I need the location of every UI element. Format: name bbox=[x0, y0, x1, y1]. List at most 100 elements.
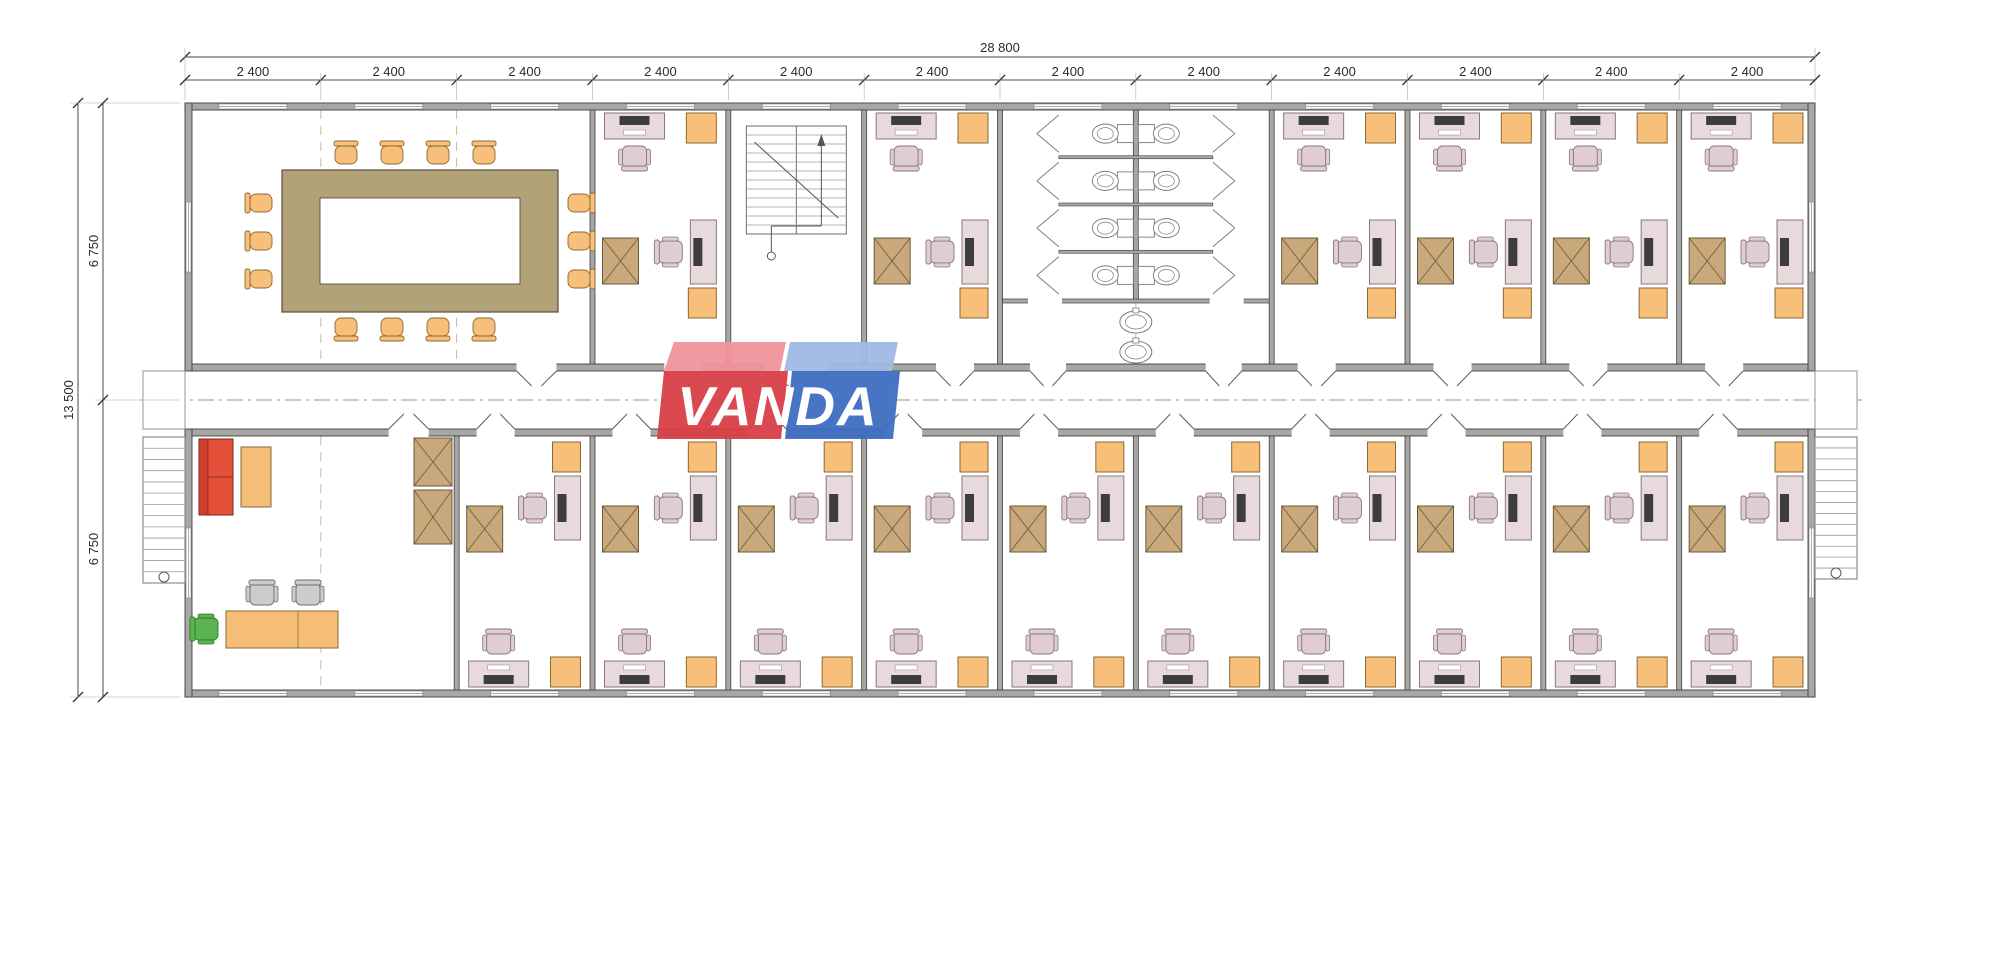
toilet bbox=[1137, 170, 1180, 191]
conference-chair bbox=[567, 230, 596, 252]
desk-cluster bbox=[1688, 441, 1804, 553]
dim-bay-width: 2 400 bbox=[1187, 64, 1220, 79]
reception-room bbox=[189, 437, 453, 649]
workstation bbox=[1283, 112, 1396, 172]
office-chair bbox=[1333, 492, 1362, 524]
workstation bbox=[1690, 628, 1804, 688]
cabinet-crossed bbox=[1009, 505, 1047, 553]
cabinet-orange bbox=[1638, 287, 1668, 319]
workstation bbox=[1283, 628, 1396, 688]
cabinet-orange bbox=[687, 287, 717, 319]
office-chair bbox=[291, 579, 325, 606]
office-room bbox=[1145, 441, 1261, 688]
cabinet-orange bbox=[957, 656, 989, 688]
cabinet-orange bbox=[685, 656, 717, 688]
cabinet-orange bbox=[1229, 656, 1261, 688]
workstation bbox=[1147, 628, 1261, 688]
cabinet-orange bbox=[1500, 112, 1532, 144]
office-chair bbox=[1604, 236, 1634, 268]
toilet bbox=[1137, 265, 1180, 286]
office-chair bbox=[1468, 236, 1498, 268]
cabinet-crossed bbox=[602, 505, 639, 553]
dim-bay-width: 2 400 bbox=[1052, 64, 1085, 79]
office-room bbox=[1281, 112, 1396, 319]
dim-half-height: 6 750 bbox=[86, 533, 101, 566]
conference-chair bbox=[425, 140, 451, 165]
office-chair bbox=[1433, 628, 1466, 655]
furniture bbox=[189, 109, 1804, 688]
dim-total-width: 28 800 bbox=[980, 40, 1020, 55]
office-chair bbox=[889, 145, 923, 172]
desk-cluster bbox=[873, 441, 989, 553]
desk-cluster bbox=[1552, 441, 1668, 553]
dim-total-height: 13 500 bbox=[61, 380, 76, 420]
cabinet-orange bbox=[1774, 441, 1804, 473]
office-chair bbox=[1568, 628, 1602, 655]
cabinet-orange bbox=[957, 112, 989, 144]
conference-chair bbox=[471, 140, 497, 165]
stair-post bbox=[158, 571, 170, 583]
workstation bbox=[1011, 628, 1125, 688]
sink bbox=[1119, 337, 1153, 364]
conference-chair bbox=[425, 317, 451, 342]
cabinet-orange bbox=[1367, 441, 1396, 473]
cabinet-orange bbox=[1095, 441, 1125, 473]
cabinet-orange bbox=[1638, 441, 1668, 473]
office-chair bbox=[925, 492, 955, 524]
exterior-stairs bbox=[142, 370, 1858, 584]
cabinet-orange bbox=[1365, 656, 1396, 688]
workstation bbox=[1690, 112, 1804, 172]
cabinet-orange bbox=[687, 441, 717, 473]
office-chair bbox=[1468, 492, 1498, 524]
workstation bbox=[1554, 628, 1668, 688]
office-room bbox=[1552, 441, 1668, 688]
stairwell bbox=[745, 125, 847, 261]
conference-chair bbox=[244, 230, 273, 252]
conference-chair bbox=[379, 317, 405, 342]
office-room bbox=[873, 441, 989, 688]
toilet bbox=[1091, 265, 1134, 286]
cabinet-crossed bbox=[602, 237, 639, 285]
office-room bbox=[873, 112, 989, 319]
office-room bbox=[1281, 441, 1396, 688]
conference-room bbox=[244, 140, 596, 342]
office-room bbox=[1417, 441, 1532, 688]
dim-bay-width: 2 400 bbox=[1595, 64, 1628, 79]
cabinet-orange bbox=[821, 656, 853, 688]
cabinet-orange bbox=[552, 441, 581, 473]
desk-cluster bbox=[466, 441, 581, 553]
workstation bbox=[604, 112, 717, 172]
office-chair bbox=[1025, 628, 1059, 655]
workstation bbox=[875, 112, 989, 172]
cabinet-orange bbox=[1502, 287, 1532, 319]
toilet bbox=[1091, 218, 1134, 239]
cabinet-crossed bbox=[1145, 505, 1183, 553]
office-chair bbox=[1604, 492, 1634, 524]
office-chair bbox=[1197, 492, 1227, 524]
cabinet-crossed bbox=[466, 505, 504, 553]
dim-bay-width: 2 400 bbox=[644, 64, 677, 79]
office-chair bbox=[1568, 145, 1602, 172]
office-room bbox=[1552, 112, 1668, 319]
cabinet-orange bbox=[1365, 112, 1396, 144]
cabinet-crossed bbox=[1281, 505, 1319, 553]
toilet bbox=[1091, 123, 1134, 144]
cabinet-orange bbox=[1636, 112, 1668, 144]
conference-chair bbox=[379, 140, 405, 165]
washroom bbox=[1002, 109, 1270, 364]
reception-desk bbox=[225, 610, 339, 649]
cabinet-orange bbox=[959, 441, 989, 473]
workstation bbox=[739, 628, 853, 688]
logo-flap-left bbox=[664, 342, 786, 371]
conference-chair bbox=[567, 268, 596, 290]
cabinet-crossed bbox=[1417, 237, 1454, 285]
cabinet-crossed bbox=[737, 505, 775, 553]
conference-chair bbox=[244, 192, 273, 214]
office-room bbox=[737, 441, 853, 688]
conference-chair bbox=[471, 317, 497, 342]
office-chair bbox=[618, 145, 651, 172]
office-chair bbox=[189, 613, 219, 645]
